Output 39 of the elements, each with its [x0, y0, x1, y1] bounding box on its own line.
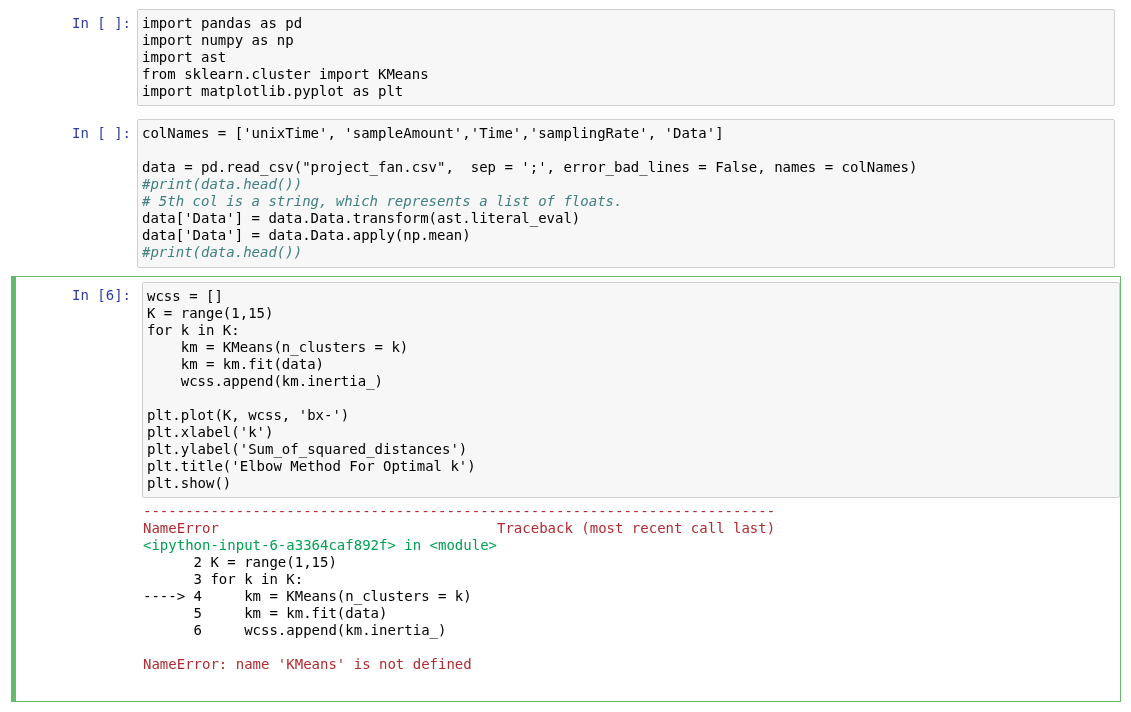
traceback-line: 5 km = km.fit(data)	[192, 605, 388, 622]
code-line: import matplotlib.pyplot as plt	[142, 83, 404, 100]
code-comment: # 5th col is a string, which represents a list of floats.	[142, 193, 623, 210]
code-comment: #print(data.head())	[142, 244, 303, 261]
code-line: plt.show()	[147, 475, 232, 492]
traceback-line: <ipython-input-6-a3364caf892f> in <module>	[143, 537, 497, 554]
input-prompt: In [ ]:	[72, 125, 131, 142]
selected-notebook-cell	[11, 276, 1121, 702]
traceback-line: NameError Traceback (most recent call last)	[143, 520, 776, 537]
code-line: wcss = []	[147, 288, 223, 305]
traceback-line: 6 wcss.append(km.inertia_)	[192, 622, 447, 639]
code-line: import pandas as pd	[142, 15, 303, 32]
code-line: plt.title('Elbow Method For Optimal k')	[147, 458, 476, 475]
code-line: K = range(1,15)	[147, 305, 274, 322]
code-line: plt.xlabel('k')	[147, 424, 274, 441]
input-prompt: In [6]:	[72, 287, 131, 304]
traceback-line: NameError: name 'KMeans' is not defined	[143, 656, 472, 673]
code-line: import numpy as np	[142, 32, 294, 49]
code-line: km = km.fit(data)	[179, 356, 324, 373]
code-line: from sklearn.cluster import KMeans	[142, 66, 429, 83]
code-line: plt.plot(K, wcss, 'bx-')	[147, 407, 350, 424]
code-line: data['Data'] = data.Data.transform(ast.literal_eval)	[142, 210, 581, 227]
code-line: colNames = ['unixTime', 'sampleAmount','Time','samplingRate', 'Data']	[142, 125, 724, 142]
code-line: data = pd.read_csv("project_fan.csv", sep = ';', error_bad_lines = False, names = colNames)	[142, 159, 918, 176]
traceback-line: ---------------------------------------------------------------------------	[143, 503, 776, 520]
code-line: data['Data'] = data.Data.apply(np.mean)	[142, 227, 471, 244]
code-comment: #print(data.head())	[142, 176, 303, 193]
input-prompt: In [ ]:	[72, 15, 131, 32]
traceback-line: ----> 4 km = KMeans(n_clusters = k)	[143, 588, 472, 605]
code-cell-input	[137, 119, 1115, 268]
traceback-line: 3 for k in K:	[192, 571, 304, 588]
code-line: for k in K:	[147, 322, 240, 339]
code-line: wcss.append(km.inertia_)	[179, 373, 383, 390]
code-cell-input	[142, 282, 1120, 498]
traceback-line: 2 K = range(1,15)	[192, 554, 337, 571]
code-cell-input	[137, 9, 1115, 106]
code-line: km = KMeans(n_clusters = k)	[179, 339, 409, 356]
code-line: import ast	[142, 49, 227, 66]
code-line: plt.ylabel('Sum_of_squared_distances')	[147, 441, 468, 458]
